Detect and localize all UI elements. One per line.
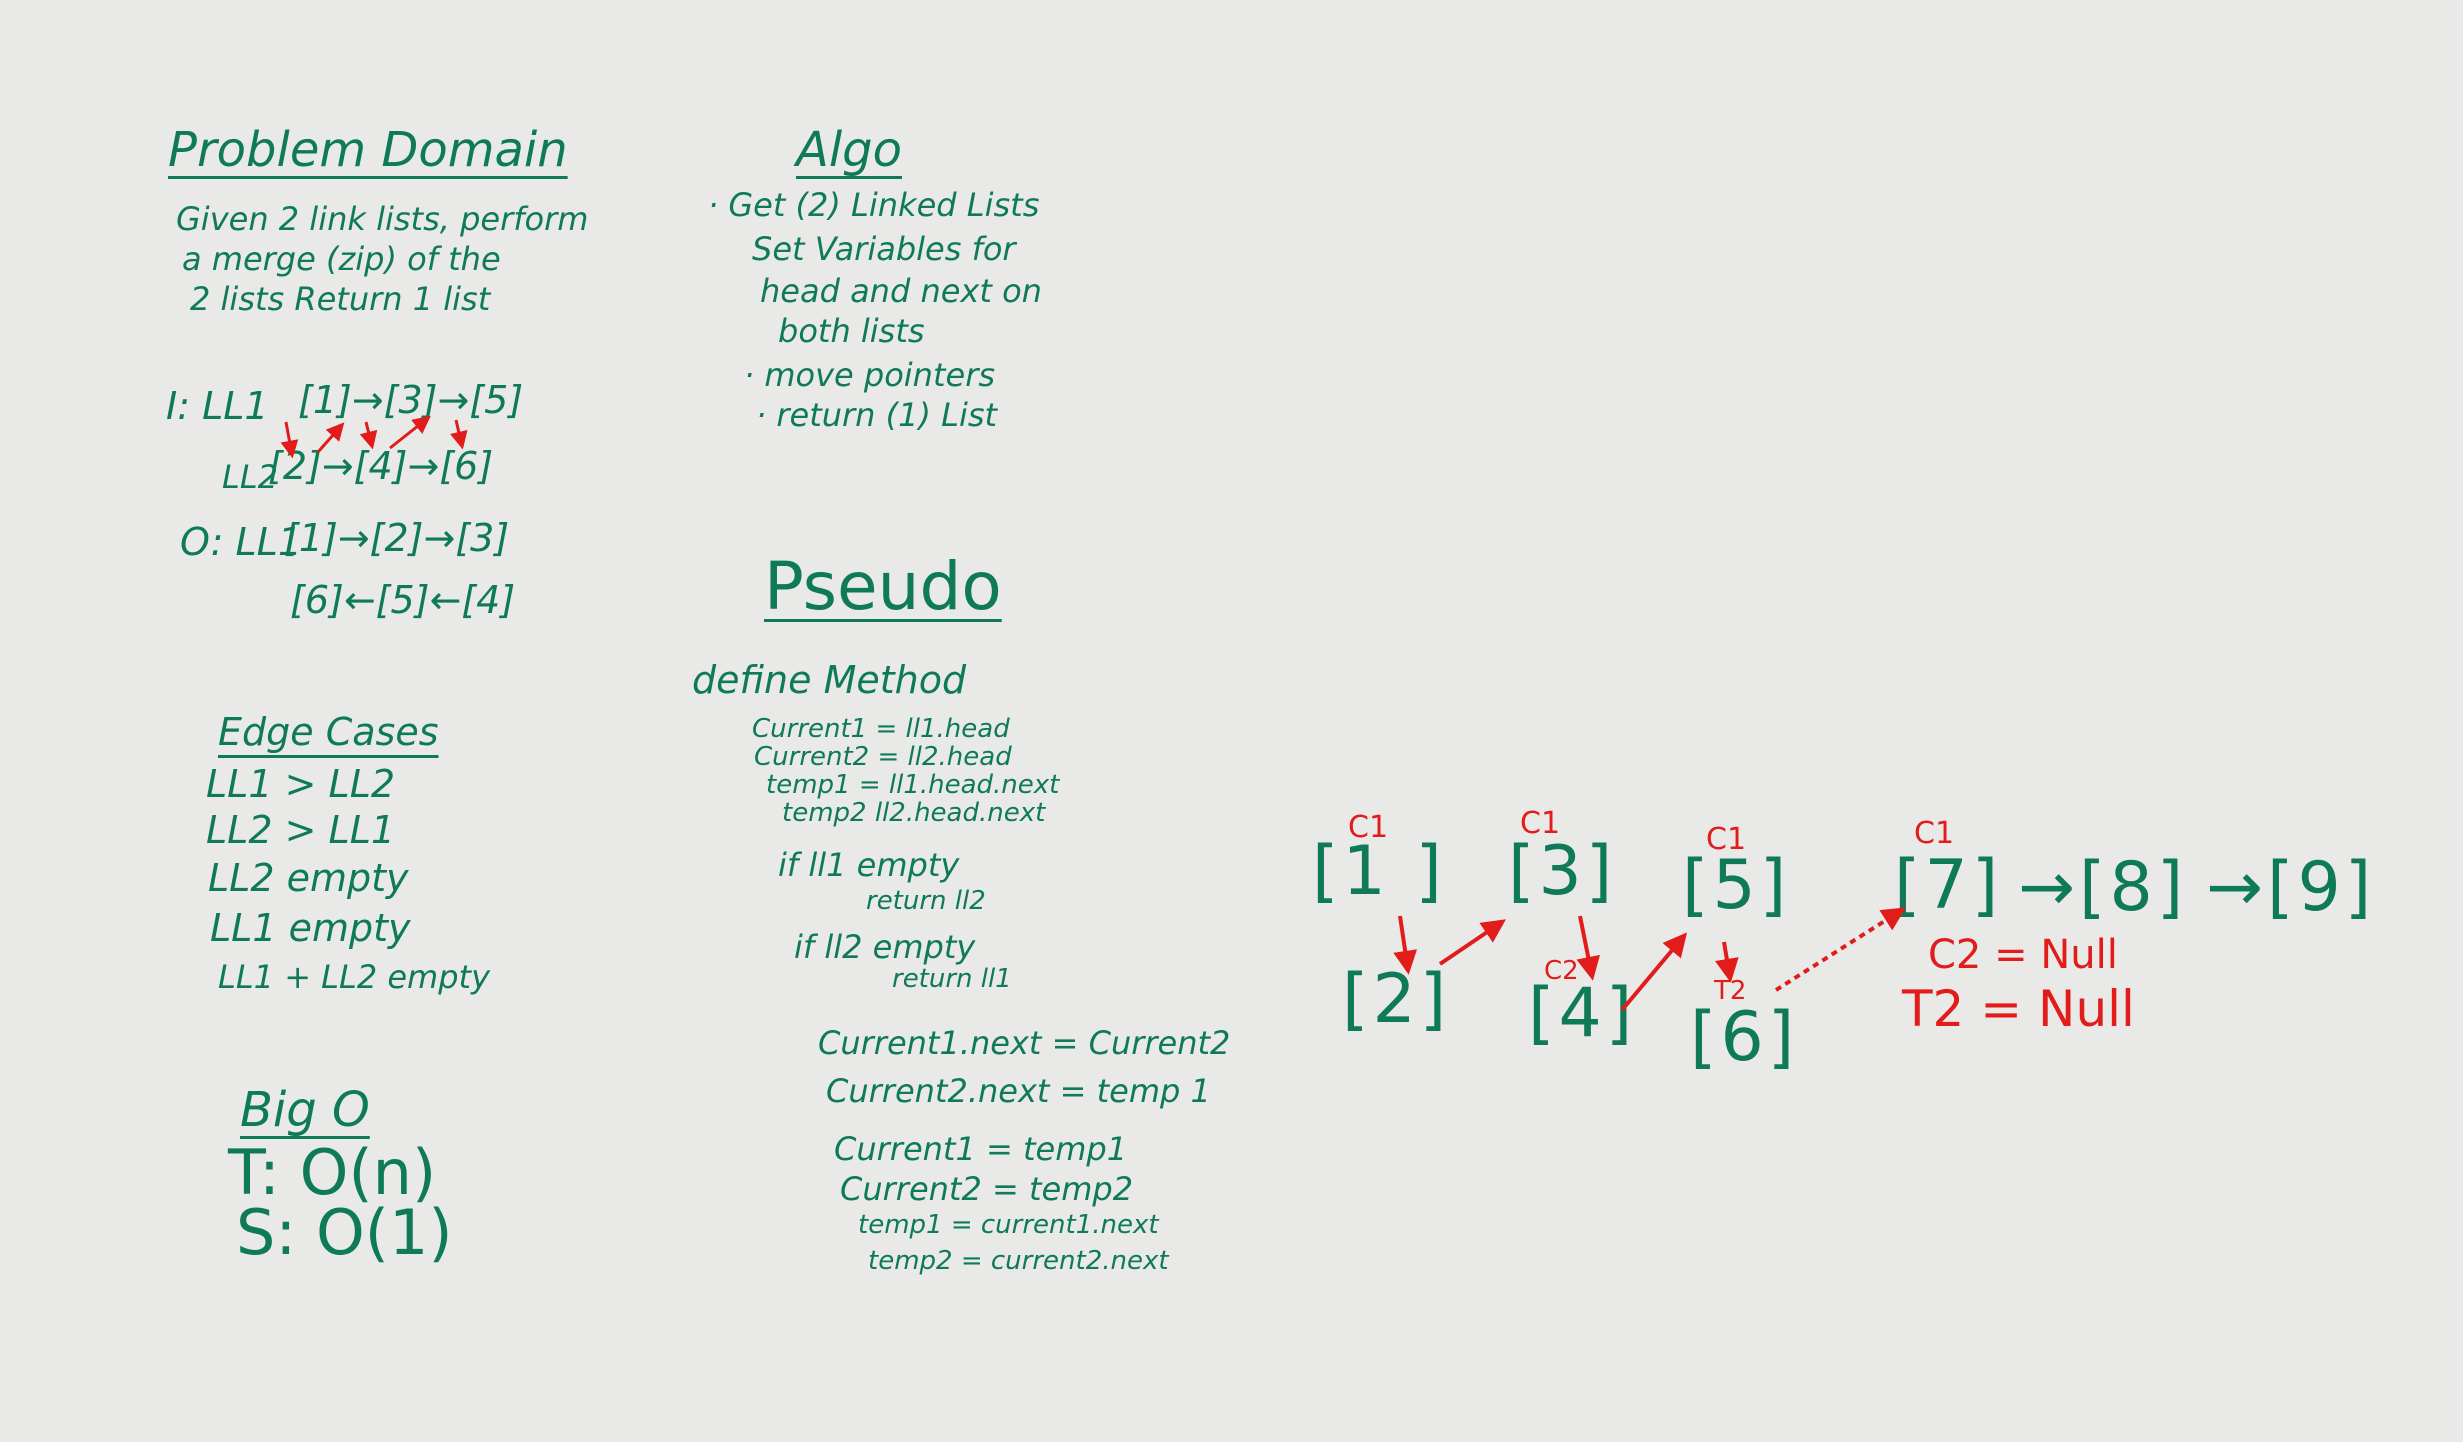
- diagram-red-arrows: [1393, 907, 1907, 1012]
- algo-item-1: · Get (2) Linked Lists: [708, 186, 1040, 224]
- output-row-2: [6]←[5]←[4]: [290, 578, 516, 622]
- edge-case-2: LL2 > LL1: [206, 808, 396, 852]
- node-8: →[8]: [2018, 848, 2188, 927]
- pseudo-var-2: Current2 = ll2.head: [754, 742, 1012, 772]
- arrow-node2-to-node3: [1438, 919, 1506, 966]
- current1-label-2: C1: [1520, 806, 1561, 841]
- current1-label-4: C1: [1914, 816, 1955, 851]
- edge-case-1: LL1 > LL2: [206, 762, 396, 806]
- input-ll2-label: LL2: [222, 458, 279, 496]
- pseudo-loop-4: Current2 = temp2: [840, 1170, 1134, 1208]
- big-o-title: Big O: [240, 1082, 370, 1138]
- arrow-node6-to-node7: [1774, 907, 1907, 992]
- pseudo-loop-3: Current1 = temp1: [834, 1130, 1128, 1168]
- io-arrow-3-to-4: [359, 421, 378, 450]
- input-ll2: [2]→[4]→[6]: [268, 444, 494, 488]
- problem-domain-line-1: Given 2 link lists, perform: [176, 200, 589, 238]
- edge-case-4: LL1 empty: [210, 906, 411, 950]
- io-arrow-1-to-2: [280, 421, 299, 459]
- input-label: I: LL1: [166, 384, 269, 428]
- edge-case-3: LL2 empty: [208, 856, 409, 900]
- io-arrow-5-to-6: [449, 419, 468, 450]
- pseudo-if-2: if ll2 empty: [794, 928, 976, 966]
- current1-label-1: C1: [1348, 810, 1389, 845]
- io-red-arrows: [280, 415, 468, 459]
- io-arrow-2-to-3: [316, 422, 345, 453]
- pseudo-loop-2: Current2.next = temp 1: [826, 1072, 1211, 1110]
- pseudo-var-1: Current1 = ll1.head: [752, 714, 1010, 744]
- pseudo-var-3: temp1 = ll1.head.next: [766, 770, 1060, 800]
- pseudo-return-2: return ll1: [892, 964, 1012, 994]
- pseudo-if-1: if ll1 empty: [778, 846, 960, 884]
- pseudo-loop-5: temp1 = current1.next: [858, 1210, 1159, 1240]
- node-7: [7]: [1894, 846, 2003, 925]
- output-label: O: LL1: [180, 520, 303, 564]
- pseudo-var-4: temp2 ll2.head.next: [782, 798, 1046, 828]
- big-o-time: T: O(n): [228, 1136, 437, 1209]
- node-1: [1 ]: [1312, 832, 1446, 911]
- algo-item-2: Set Variables for: [752, 230, 1016, 268]
- algo-item-5: · move pointers: [744, 356, 996, 394]
- current2-null-note: C2 = Null: [1928, 932, 2118, 978]
- pseudo-return-1: return ll2: [866, 886, 986, 916]
- temp2-null-note: T2 = Null: [1902, 980, 2135, 1038]
- algo-item-3: head and next on: [760, 272, 1042, 310]
- output-row-1: [1]→[2]→[3]: [284, 516, 510, 560]
- io-arrow-4-to-5: [389, 415, 431, 450]
- node-4: [4]: [1528, 974, 1637, 1053]
- arrow-node1-to-node2: [1393, 915, 1418, 975]
- arrow-node5-to-node6: [1715, 941, 1739, 983]
- algo-title: Algo: [796, 122, 903, 178]
- node-5: [5]: [1682, 846, 1791, 925]
- algo-item-6: · return (1) List: [756, 396, 998, 434]
- arrow-node4-to-node5: [1620, 932, 1688, 1012]
- pseudo-loop-6: temp2 = current2.next: [868, 1246, 1169, 1276]
- node-3: [3]: [1508, 832, 1617, 911]
- algo-item-4: both lists: [778, 312, 925, 350]
- current1-label-3: C1: [1706, 822, 1747, 857]
- pseudo-define: define Method: [692, 658, 967, 702]
- problem-domain-line-3: 2 lists Return 1 list: [190, 280, 491, 318]
- edge-case-5: LL1 + LL2 empty: [218, 958, 491, 996]
- problem-domain-title: Problem Domain: [168, 122, 568, 178]
- node-9: →[9]: [2206, 848, 2376, 927]
- input-ll1: [1]→[3]→[5]: [298, 378, 524, 422]
- arrow-node3-to-node4: [1576, 915, 1601, 981]
- big-o-space: S: O(1): [236, 1196, 453, 1269]
- edge-cases-title: Edge Cases: [218, 710, 439, 754]
- current2-label: C2: [1544, 956, 1579, 986]
- pseudo-title: Pseudo: [764, 548, 1002, 625]
- node-6: [6]: [1690, 998, 1799, 1077]
- pseudo-loop-1: Current1.next = Current2: [818, 1024, 1231, 1062]
- problem-domain-line-2: a merge (zip) of the: [182, 240, 501, 278]
